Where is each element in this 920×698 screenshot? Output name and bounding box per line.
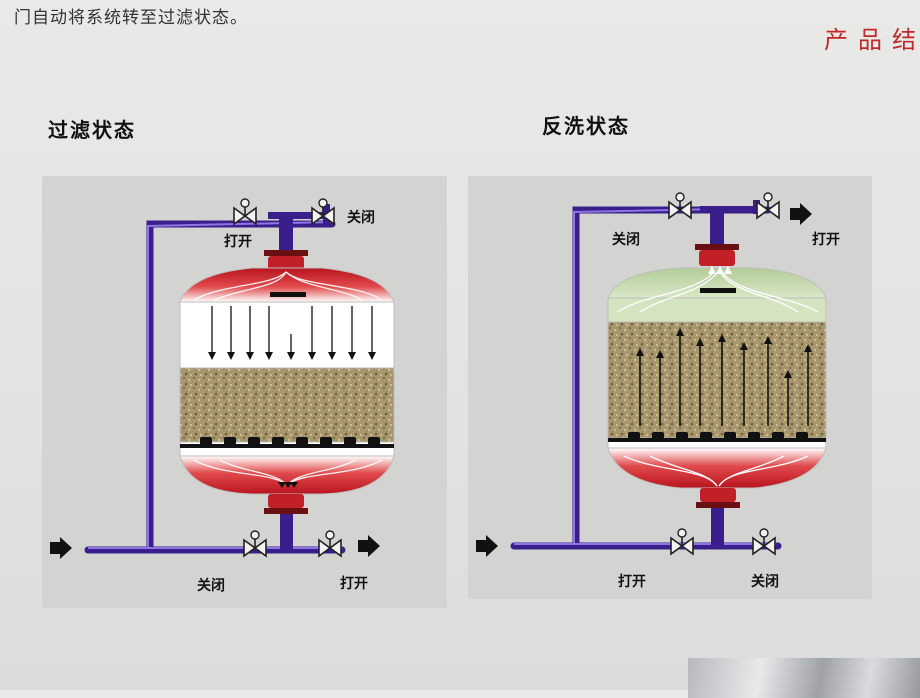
product-photo-corner [688, 658, 920, 698]
backwash-state-diagram: 关闭 打开 打开 关闭 [468, 176, 872, 599]
valve-label-bottom-left: 打开 [618, 573, 646, 590]
filter-state-title: 过滤状态 [48, 118, 136, 142]
arrow-right-icon [50, 537, 72, 559]
valve-label-bottom-right: 关闭 [751, 573, 779, 590]
valve-icon [670, 528, 694, 555]
valve-label-bottom-left: 关闭 [197, 577, 225, 594]
valve-label-bottom-right: 打开 [340, 575, 368, 592]
valve-icon [756, 192, 780, 219]
nozzle-plate [180, 437, 394, 448]
filter-tank [179, 267, 395, 495]
valve-label-top-left: 打开 [224, 233, 252, 250]
flow-arrows-down [208, 306, 376, 360]
filter-state-diagram: 关闭 打开 关闭 打开 [42, 176, 447, 608]
valve-icon [668, 192, 692, 219]
backwash-state-title: 反洗状态 [542, 114, 630, 138]
section-title: 产品结 [824, 26, 920, 54]
instruction-text: 门自动将系统转至过滤状态。 [14, 8, 248, 28]
arrow-right-icon [790, 203, 812, 225]
valve-label-top-right: 关闭 [347, 209, 375, 226]
flow-arrows-up [636, 328, 812, 426]
valve-label-top-right: 打开 [812, 231, 840, 248]
arrow-right-icon [358, 535, 380, 557]
valve-icon [233, 198, 257, 225]
valve-label-top-left: 关闭 [612, 231, 640, 248]
arrow-right-icon [476, 535, 498, 557]
valve-icon [752, 528, 776, 555]
